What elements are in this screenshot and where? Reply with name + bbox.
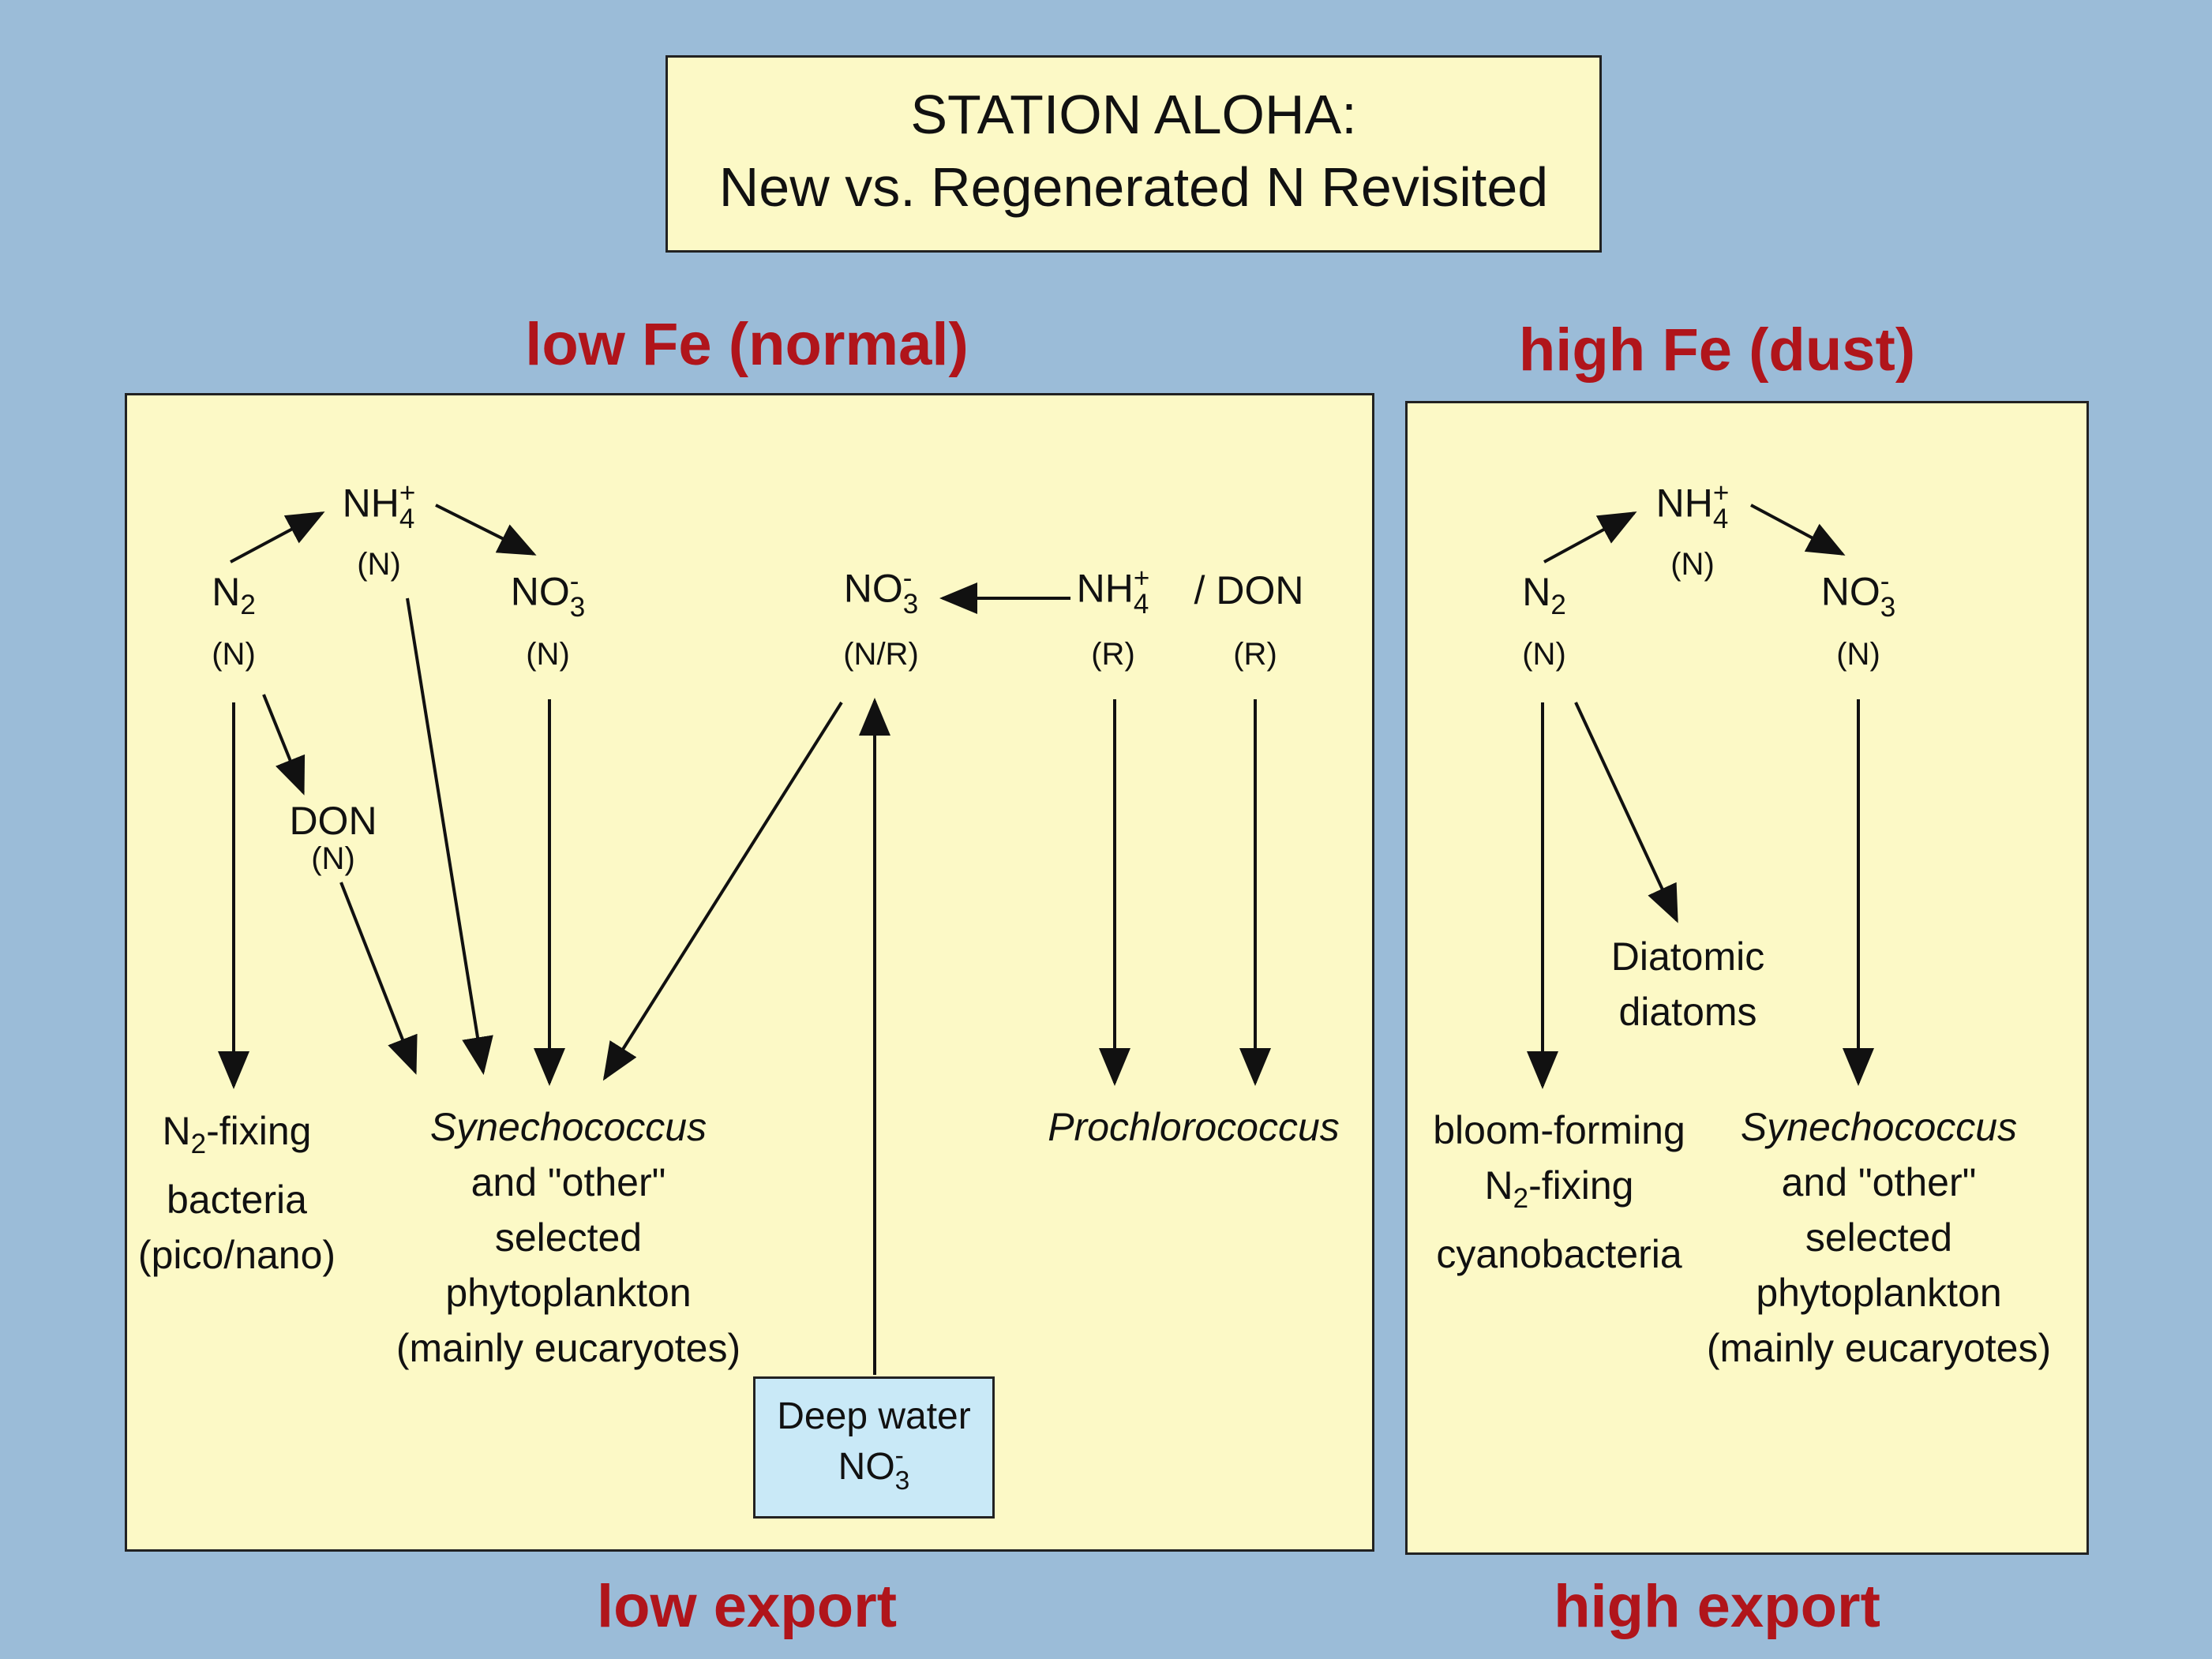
bloom-rest: -fixing xyxy=(1528,1163,1634,1208)
left-no3-sub: 3 xyxy=(569,592,586,624)
left-syn-line-3: selected xyxy=(494,1215,643,1260)
arrow-right-nh4-to-no3 xyxy=(1750,504,1846,556)
right-n2-tag: (N) xyxy=(1522,637,1566,672)
left-don-node: DON xyxy=(289,799,377,843)
prochlorococcus-label: Prochlorococcus xyxy=(1048,1105,1340,1149)
left-n2-node: N2 xyxy=(155,570,313,621)
arrow-nh4-to-no3 xyxy=(435,504,537,556)
right-syn-line-5: (mainly eucaryotes) xyxy=(1706,1326,2052,1370)
bloom-n: N xyxy=(1484,1163,1513,1208)
right-synechococcus-label: Synechococcus and "other" selected phyto… xyxy=(1689,1099,2068,1376)
left-nh4-r-main: NH xyxy=(1076,566,1134,611)
n2-fixing-line-3: (pico/nano) xyxy=(137,1233,336,1277)
left-nh4-sub: 4 xyxy=(399,504,415,535)
left-n2-sub: 2 xyxy=(240,590,256,620)
left-nh4-sup: + xyxy=(399,477,416,508)
deep-water-line-2: NO-3 xyxy=(755,1442,992,1494)
right-no3-main: NO xyxy=(1820,569,1880,614)
left-nh4-r-node: NH+4 xyxy=(1034,563,1192,620)
right-panel-heading: high Fe (dust) xyxy=(1518,316,1916,384)
right-no3-sup: - xyxy=(1880,566,1890,597)
left-no3-sup: - xyxy=(569,566,579,597)
left-no3-nr-tag: (N/R) xyxy=(843,637,919,672)
right-syn-line-3: selected xyxy=(1805,1215,1953,1260)
bloom-line-1: bloom-forming xyxy=(1433,1108,1685,1152)
arrow-right-n2-to-nh4 xyxy=(1543,511,1637,564)
right-nh4-node: NH+4 xyxy=(1614,477,1771,535)
left-panel xyxy=(125,393,1374,1552)
right-no3-node: NO-3 xyxy=(1779,566,1937,624)
right-nh4-tag: (N) xyxy=(1670,547,1715,582)
right-syn-line-4: phytoplankton xyxy=(1756,1271,2002,1315)
right-n2-main: N xyxy=(1522,570,1551,614)
left-nh4-r-sup: + xyxy=(1133,563,1150,594)
right-n2-node: N2 xyxy=(1465,570,1623,621)
left-nh4-main: NH xyxy=(342,481,399,526)
right-syn-line-2: and "other" xyxy=(1781,1160,1977,1204)
diatoms-label: Diatomic diatoms xyxy=(1577,929,1798,1039)
arrow-right-n2-to-diatoms xyxy=(1574,702,1678,923)
left-no3-main: NO xyxy=(510,569,570,614)
left-no3-nr-node: NO-3 xyxy=(802,563,960,620)
left-n2-tag: (N) xyxy=(212,637,256,672)
n2-fixing-line-1: N2-fixing xyxy=(111,1103,363,1172)
arrow-nh4-to-syn xyxy=(406,597,493,1075)
left-syn-line-4: phytoplankton xyxy=(445,1271,692,1315)
arrow-n2-to-nh4 xyxy=(230,511,325,564)
left-nh4-r-sub: 4 xyxy=(1133,589,1149,620)
left-nh4-r-tag: (R) xyxy=(1091,637,1135,672)
bloom-sub: 2 xyxy=(1513,1183,1529,1214)
left-nh4-node: NH+4 xyxy=(300,477,458,535)
bloom-line-3: cyanobacteria xyxy=(1436,1232,1682,1276)
right-no3-sub: 3 xyxy=(1880,592,1896,624)
n2-fixing-sub: 2 xyxy=(190,1129,207,1159)
right-panel-footer: high export xyxy=(1554,1573,1880,1640)
left-no3-tag: (N) xyxy=(526,637,570,672)
n2-fixing-rest: -fixing xyxy=(206,1109,312,1153)
diatoms-line-1: Diatomic xyxy=(1610,934,1765,979)
title-box: STATION ALOHA: New vs. Regenerated N Rev… xyxy=(665,55,1602,253)
arrow-n2-to-don xyxy=(262,694,306,796)
left-no3-nr-main: NO xyxy=(843,566,903,611)
left-panel-footer: low export xyxy=(596,1573,898,1640)
left-no3-nr-sup: - xyxy=(902,563,913,594)
left-nh4-tag: (N) xyxy=(357,547,401,582)
left-synechococcus-label: Synechococcus and "other" selected phyto… xyxy=(371,1099,766,1376)
left-don-r-tag: (R) xyxy=(1233,637,1277,672)
n2-fixing-bacteria-label: N2-fixing bacteria (pico/nano) xyxy=(111,1103,363,1283)
left-syn-line-1: Synechococcus xyxy=(429,1105,707,1149)
right-panel xyxy=(1405,401,2089,1555)
deep-water-sub: 3 xyxy=(894,1466,910,1496)
n2-fixing-line-2: bacteria xyxy=(167,1178,307,1222)
arrow-don-to-syn xyxy=(339,882,418,1075)
left-panel-heading: low Fe (normal) xyxy=(525,311,969,378)
diatoms-line-2: diatoms xyxy=(1618,990,1757,1034)
right-nh4-sub: 4 xyxy=(1712,504,1729,535)
left-n2-main: N xyxy=(212,570,241,614)
deep-water-line-1: Deep water xyxy=(777,1395,971,1437)
left-don-r-node: / DON xyxy=(1194,568,1304,612)
deep-water-sup: - xyxy=(894,1441,904,1471)
right-nh4-sup: + xyxy=(1712,477,1730,508)
bloom-forming-label: bloom-forming N2-fixing cyanobacteria xyxy=(1417,1103,1701,1282)
left-syn-line-2: and "other" xyxy=(471,1160,666,1204)
bloom-line-2: N2-fixing xyxy=(1417,1158,1701,1226)
left-no3-node: NO-3 xyxy=(469,566,627,624)
deep-water-no: NO xyxy=(838,1446,895,1488)
left-no3-nr-sub: 3 xyxy=(902,589,919,620)
title-line-2: New vs. Regenerated N Revisited xyxy=(718,156,1549,218)
right-n2-sub: 2 xyxy=(1550,590,1566,620)
deep-water-box: Deep water NO-3 xyxy=(753,1376,995,1519)
left-syn-line-5: (mainly eucaryotes) xyxy=(396,1326,741,1370)
right-syn-line-1: Synechococcus xyxy=(1740,1105,2018,1149)
left-don-tag: (N) xyxy=(311,841,355,876)
right-no3-tag: (N) xyxy=(1836,637,1880,672)
right-nh4-main: NH xyxy=(1655,481,1713,526)
n2-fixing-n: N xyxy=(162,1109,191,1153)
title-line-1: STATION ALOHA: xyxy=(910,84,1357,145)
arrow-no3nr-to-syn xyxy=(602,701,843,1081)
